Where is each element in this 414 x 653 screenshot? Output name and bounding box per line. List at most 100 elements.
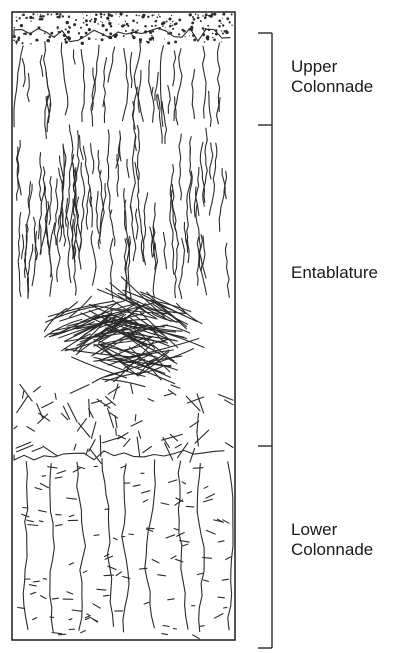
vesicle bbox=[192, 34, 195, 37]
entablature-chip bbox=[186, 396, 200, 411]
lower-column-joint bbox=[77, 462, 86, 630]
vesicle bbox=[132, 36, 135, 39]
cross-joint bbox=[104, 575, 114, 576]
cross-joint bbox=[147, 529, 153, 531]
vesicle bbox=[86, 24, 88, 26]
vesicle bbox=[203, 30, 204, 31]
cross-joint bbox=[52, 598, 58, 599]
vesicle bbox=[197, 14, 199, 16]
vesicle bbox=[93, 30, 94, 31]
vesicle bbox=[95, 13, 98, 16]
cross-joint bbox=[41, 596, 46, 599]
cross-joint bbox=[35, 488, 42, 490]
entablature-chip bbox=[175, 444, 181, 448]
vesicle bbox=[141, 15, 144, 18]
entablature-chip bbox=[89, 440, 95, 452]
cross-joint bbox=[226, 557, 231, 560]
entablature-fracture bbox=[91, 231, 96, 285]
vesicle bbox=[65, 40, 68, 43]
vesicle bbox=[119, 16, 120, 17]
vesicle bbox=[18, 36, 21, 39]
upper-fracture bbox=[108, 47, 115, 82]
entablature-fracture bbox=[79, 163, 85, 259]
entablature-fracture bbox=[179, 134, 182, 200]
upper-column-joint bbox=[81, 50, 85, 122]
vesicle bbox=[110, 25, 113, 28]
vesicle bbox=[111, 14, 114, 17]
vesicle bbox=[138, 15, 140, 17]
vesicle bbox=[56, 13, 58, 15]
vesicle bbox=[125, 30, 127, 32]
vesicle bbox=[22, 13, 25, 16]
upper-fracture bbox=[130, 53, 132, 88]
vesicle bbox=[149, 38, 152, 41]
cross-joint bbox=[147, 528, 154, 529]
vesicle bbox=[127, 25, 129, 27]
upper-fracture bbox=[192, 70, 195, 119]
vesicle bbox=[83, 22, 85, 24]
entablature-chip bbox=[131, 421, 142, 426]
entablature-chip bbox=[164, 394, 172, 396]
vesicle bbox=[164, 38, 165, 39]
label-upper-line2: Colonnade bbox=[291, 77, 373, 97]
label-entablature: Entablature bbox=[291, 263, 378, 283]
vesicle bbox=[222, 24, 224, 26]
vesicle bbox=[168, 34, 169, 35]
vesicle bbox=[136, 22, 138, 24]
cross-joint bbox=[163, 625, 169, 626]
entablature-chip bbox=[63, 406, 69, 419]
cross-joint bbox=[224, 607, 227, 608]
upper-column-joint bbox=[14, 46, 23, 127]
vesicle bbox=[212, 33, 214, 35]
lower-column-joint bbox=[23, 462, 28, 630]
vesicle bbox=[166, 20, 168, 22]
entablature-chip bbox=[124, 439, 130, 447]
cross-joint bbox=[103, 595, 109, 596]
upper-fracture bbox=[22, 59, 25, 87]
vesicle bbox=[16, 20, 18, 22]
entablature-chip bbox=[14, 426, 17, 429]
cross-joint bbox=[182, 482, 185, 484]
entablature-fracture bbox=[27, 244, 32, 298]
cross-joint bbox=[214, 614, 223, 619]
entablature-chip bbox=[89, 399, 90, 416]
entablature-chip bbox=[37, 404, 43, 419]
vesicle bbox=[222, 33, 224, 35]
vesicle bbox=[106, 17, 109, 20]
entablature-chip bbox=[225, 400, 234, 405]
cross-joint bbox=[161, 503, 169, 505]
entablature-chip bbox=[137, 437, 140, 457]
vesicle bbox=[204, 41, 206, 43]
cross-joint bbox=[177, 533, 185, 537]
vesicle bbox=[16, 43, 18, 45]
label-lower-line1: Lower bbox=[291, 520, 373, 540]
cross-joint bbox=[33, 581, 39, 582]
vesicle bbox=[59, 31, 61, 33]
entablature-fracture bbox=[137, 190, 143, 262]
cross-joint bbox=[174, 529, 178, 530]
entablature-fracture bbox=[225, 243, 229, 297]
vesicle bbox=[231, 14, 232, 15]
cross-joint bbox=[27, 520, 34, 522]
vesicle bbox=[155, 20, 158, 23]
vesicle bbox=[65, 28, 67, 30]
entablature-fracture bbox=[203, 128, 208, 206]
upper-fracture bbox=[152, 87, 154, 122]
cross-joint bbox=[69, 619, 72, 620]
vesicle bbox=[69, 27, 71, 29]
vesicle bbox=[205, 14, 207, 16]
vesicle bbox=[172, 21, 173, 22]
cross-joint bbox=[152, 560, 159, 563]
entablature-chip bbox=[114, 384, 119, 399]
vesicle bbox=[202, 27, 205, 30]
cross-joint bbox=[69, 563, 74, 565]
vesicle bbox=[165, 27, 166, 28]
vesicle bbox=[13, 39, 15, 41]
vesicle bbox=[83, 18, 84, 19]
entablature-chip bbox=[197, 432, 199, 446]
vesicle bbox=[158, 14, 159, 15]
entablature-chip bbox=[27, 427, 35, 432]
entablature-chip bbox=[171, 385, 180, 388]
upper-fracture bbox=[209, 91, 212, 126]
cross-joint bbox=[166, 535, 175, 538]
